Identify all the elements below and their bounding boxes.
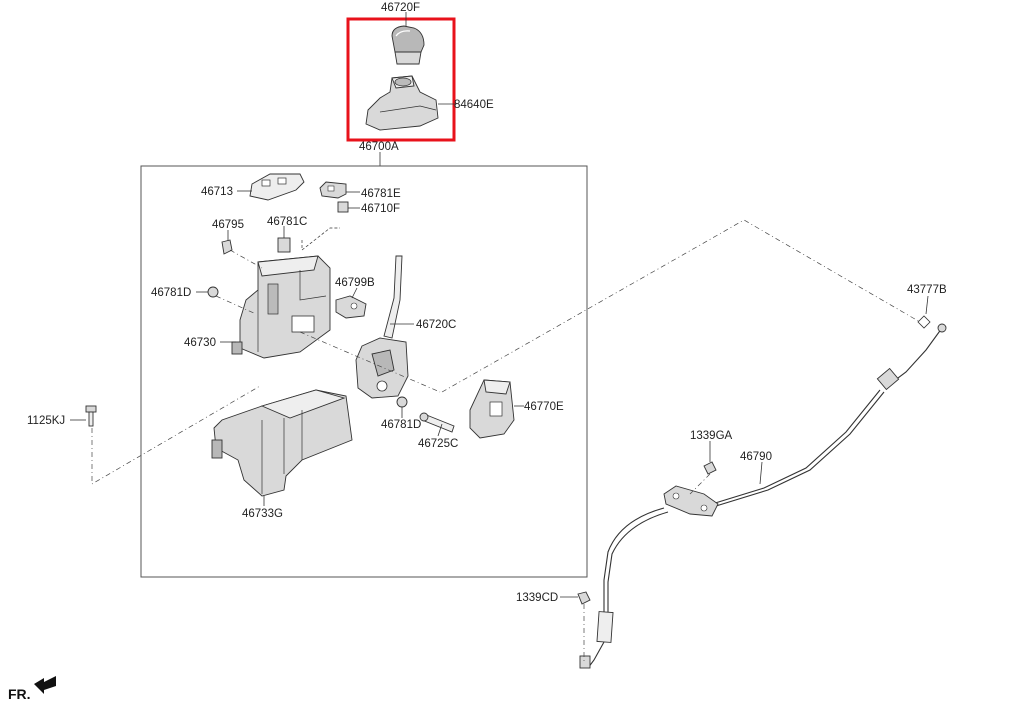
base-46733G-part[interactable]	[211, 389, 353, 497]
module-46770E-part[interactable]	[469, 379, 515, 439]
nut-1339CD-part[interactable]	[577, 591, 591, 605]
label-46713: 46713	[201, 186, 233, 198]
label-46700A: 46700A	[359, 141, 399, 153]
label-46720C: 46720C	[416, 319, 456, 331]
shift-knob-part[interactable]	[391, 25, 425, 65]
label-46795: 46795	[212, 219, 244, 231]
label-1339CD: 1339CD	[516, 592, 558, 604]
label-1125KJ: 1125KJ	[27, 415, 65, 427]
assembly-box	[140, 165, 588, 578]
shift-cover-part[interactable]	[365, 75, 439, 131]
nut-46781D-top-part[interactable]	[207, 286, 219, 298]
label-46781E: 46781E	[361, 188, 401, 200]
label-46781C: 46781C	[267, 216, 307, 228]
bracket-46713-part[interactable]	[249, 173, 305, 201]
front-direction-arrow-icon	[34, 676, 56, 694]
shift-cable-46790-part[interactable]	[579, 323, 947, 669]
label-43777B: 43777B	[907, 284, 947, 296]
housing-46730-part[interactable]	[231, 255, 331, 359]
label-46730: 46730	[184, 337, 216, 349]
label-46770E: 46770E	[524, 401, 564, 413]
label-46725C: 46725C	[418, 438, 458, 450]
label-46733G: 46733G	[242, 508, 283, 520]
clip-43777B-part[interactable]	[917, 315, 931, 329]
bracket-46799B-part[interactable]	[335, 295, 367, 319]
nut-1339GA-part[interactable]	[703, 461, 717, 475]
label-84640E: 84640E	[454, 99, 494, 111]
label-46710F: 46710F	[361, 203, 400, 215]
label-46781D-top: 46781D	[151, 287, 191, 299]
pin-46725C-part[interactable]	[419, 412, 455, 433]
label-46781D-bottom: 46781D	[381, 419, 421, 431]
label-1339GA: 1339GA	[690, 430, 733, 442]
label-46790: 46790	[740, 451, 772, 463]
label-46720F: 46720F	[381, 2, 420, 14]
clip-46710F-part[interactable]	[337, 201, 349, 213]
label-46799B: 46799B	[335, 277, 375, 289]
connector-46781C-part[interactable]	[277, 227, 340, 253]
pin-46795-part[interactable]	[221, 239, 233, 255]
shift-lever-46720C-part[interactable]	[355, 255, 409, 399]
nut-46781D-bottom-part[interactable]	[396, 396, 408, 408]
clip-46781E-part[interactable]	[319, 181, 347, 199]
front-direction-label: FR.	[8, 686, 31, 702]
bolt-1125KJ-part[interactable]	[85, 405, 97, 427]
highlight-box	[346, 17, 456, 142]
